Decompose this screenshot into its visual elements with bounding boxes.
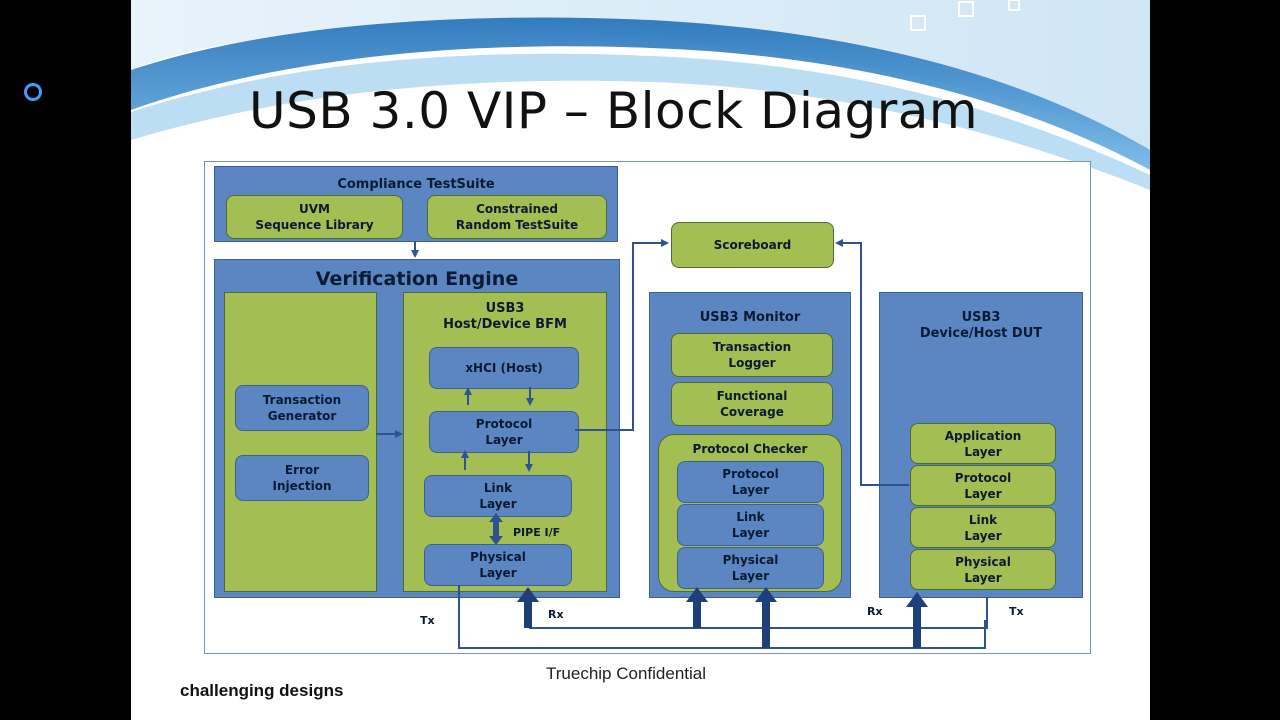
protocol-checker-panel: Protocol Checker Protocol Layer Link Lay…	[658, 434, 842, 592]
bfm-protocol-layer-block: Protocol Layer	[429, 411, 579, 453]
checker-link-layer-block: Link Layer	[677, 504, 824, 546]
dut-physical-layer-block: Physical Layer	[910, 549, 1056, 590]
functional-coverage-block: Functional Coverage	[671, 382, 833, 426]
dut-title: USB3 Device/Host DUT	[919, 310, 1043, 341]
dut-protocol-layer-block: Protocol Layer	[910, 465, 1056, 506]
usb3-dut-block: USB3 Device/Host DUT Application Layer P…	[879, 292, 1083, 598]
host-device-bfm-panel: USB3 Host/Device BFM xHCI (Host) Protoco…	[403, 292, 607, 592]
error-injection-block: Error Injection	[235, 455, 369, 501]
constrained-random-testsuite-block: Constrained Random TestSuite	[427, 195, 607, 239]
dut-application-layer-block: Application Layer	[910, 423, 1056, 464]
footer-confidential: Truechip Confidential	[546, 664, 707, 683]
compliance-title: Compliance TestSuite	[337, 177, 495, 192]
diagram-frame: Compliance TestSuite UVM Sequence Librar…	[204, 161, 1091, 654]
rx-right-label: Rx	[867, 605, 883, 618]
monitor-title: USB3 Monitor	[699, 310, 801, 325]
checker-protocol-layer-block: Protocol Layer	[677, 461, 824, 503]
uvm-sequence-library-block: UVM Sequence Library	[226, 195, 403, 239]
verification-engine-title: Verification Engine	[315, 268, 519, 290]
verification-engine-block: Verification Engine Transaction Generato…	[214, 259, 620, 598]
checker-physical-layer-block: Physical Layer	[677, 547, 824, 589]
pipe-if-label: PIPE I/F	[513, 526, 561, 539]
rx-left-label: Rx	[548, 608, 564, 621]
scoreboard-block: Scoreboard	[671, 222, 834, 268]
slide-title: USB 3.0 VIP – Block Diagram	[249, 82, 979, 140]
xhci-host-block: xHCI (Host)	[429, 347, 579, 389]
bfm-physical-layer-block: Physical Layer	[424, 544, 572, 586]
bfm-title: USB3 Host/Device BFM	[443, 301, 567, 332]
transaction-logger-block: Transaction Logger	[671, 333, 833, 377]
transaction-generator-block: Transaction Generator	[235, 385, 369, 431]
tx-left-label: Tx	[420, 614, 435, 627]
slide: USB 3.0 VIP – Block Diagram Compliance T…	[131, 0, 1150, 720]
dut-link-layer-block: Link Layer	[910, 507, 1056, 548]
ring-icon	[24, 83, 42, 101]
usb3-monitor-block: USB3 Monitor Transaction Logger Function…	[649, 292, 851, 598]
tx-right-label: Tx	[1009, 605, 1024, 618]
stimulus-panel: Transaction Generator Error Injection	[224, 292, 377, 592]
protocol-checker-title: Protocol Checker	[692, 442, 808, 456]
bfm-link-layer-block: Link Layer	[424, 475, 572, 517]
compliance-testsuite-block: Compliance TestSuite UVM Sequence Librar…	[214, 166, 618, 242]
brand-tagline: challenging designs	[180, 681, 344, 700]
